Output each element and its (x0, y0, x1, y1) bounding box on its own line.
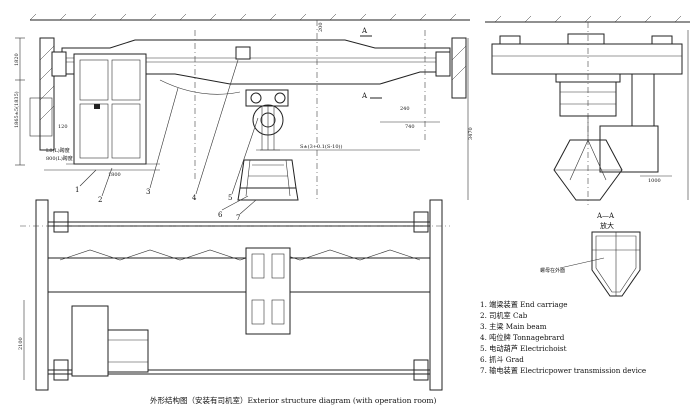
dim-top-200: 200 (318, 22, 324, 32)
part-number-2: 2 (98, 196, 102, 204)
legend-item-3: 3. 主梁 Main beam (480, 322, 547, 331)
electric-hoist (245, 89, 289, 150)
legend-item-1: 1. 端梁装置 End carriage (480, 300, 568, 309)
left-rail-column (39, 37, 55, 151)
part-number-3: 3 (146, 188, 150, 196)
dim-left-a: 1820 (14, 53, 20, 66)
legend-item-6: 6. 抓斗 Grad (480, 355, 524, 364)
dim-left-b: 1865±5(1835) (13, 91, 20, 128)
part-number-6: 6 (218, 211, 223, 219)
section-mark-top: A (361, 27, 368, 35)
cab (73, 53, 147, 165)
tonnage-board (235, 46, 251, 60)
dim-span: S±(3+0.1(S-10)) (300, 143, 342, 150)
diagram-caption: 外形结构图（安装有司机室）Exterior structure diagram … (150, 395, 437, 405)
dim-left-c: 120 (58, 124, 68, 130)
side-cab (631, 73, 655, 127)
dim-3470: 3470 (468, 127, 474, 140)
power-transmission-cable (159, 79, 241, 95)
legend-item-2: 2. 司机室 Cab (480, 311, 528, 320)
legend-item-5: 5. 电动葫芦 Electrichoist (480, 344, 567, 353)
section-mark-mid: A (361, 92, 368, 100)
legend-item-4: 4. 吨位牌 Tonnagebrard (480, 333, 565, 342)
side-grab-bucket (553, 139, 623, 201)
part-number-4: 4 (192, 194, 197, 202)
plan-right-end-carriage (429, 199, 443, 391)
dim-plan-2100: 2100 (18, 337, 24, 350)
dim-left-d: L0(L)跨度 (46, 147, 70, 154)
dim-right-1000: 1000 (648, 178, 661, 184)
section-title: A—A (596, 212, 615, 220)
parts-legend: 1. 端梁装置 End carriage 2. 司机室 Cab 3. 主梁 Ma… (480, 300, 646, 375)
section-note: 螺母在外面 (540, 267, 565, 274)
plan-cab (71, 305, 109, 377)
dim-240: 240 (400, 106, 410, 112)
right-end-carriage (435, 51, 451, 77)
section-a-a-view: A—A 放大 螺母在外面 (540, 212, 641, 297)
part-number-7: 7 (236, 214, 240, 222)
legend-item-7: 7. 输电装置 Electricpower transmission devic… (480, 366, 646, 375)
left-end-carriage (51, 51, 67, 77)
section-profile (591, 231, 641, 297)
dim-left-e: 800(L)跨度 (46, 155, 73, 162)
ceiling-hatching (29, 13, 457, 21)
part-number-1: 1 (75, 186, 79, 194)
right-rail-column (451, 37, 467, 99)
front-elevation-view: A A 1820 1865±5(1835) 120 L0(L)跨度 800(L)… (13, 13, 474, 222)
dim-left-f: 1800 (108, 172, 121, 178)
section-subtitle: 放大 (600, 221, 614, 230)
side-beam (491, 43, 683, 75)
plan-trolley (245, 247, 291, 335)
plan-cable-festoon (59, 249, 421, 261)
side-elevation-view: 1000 (485, 15, 690, 205)
grab-bucket (237, 149, 299, 201)
dim-740: 740 (405, 124, 415, 130)
part-number-5: 5 (228, 194, 232, 202)
plan-left-end-carriage (35, 199, 49, 391)
plan-view: 2100 (18, 199, 450, 391)
